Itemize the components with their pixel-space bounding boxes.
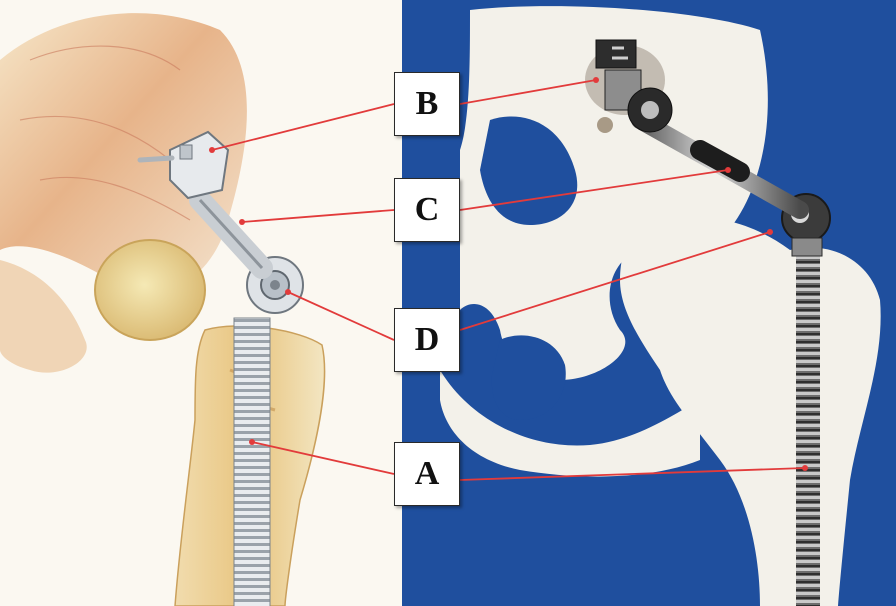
femoral-head: [95, 240, 205, 340]
label-b: B: [394, 72, 460, 136]
threaded-rod-right: [796, 250, 820, 606]
label-d: D: [394, 308, 460, 372]
label-c: C: [394, 178, 460, 242]
label-a: A: [394, 442, 460, 506]
threaded-rod-left: [234, 318, 270, 606]
